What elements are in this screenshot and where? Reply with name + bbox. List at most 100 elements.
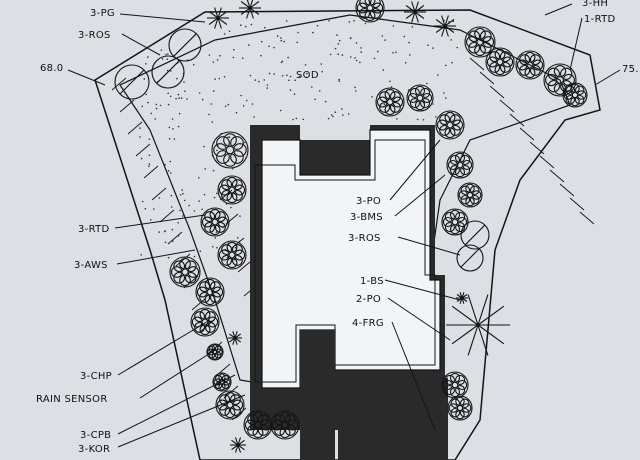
shrub-lobe (455, 409, 465, 420)
sod-dot (306, 72, 308, 75)
shrub-lobe (494, 64, 506, 76)
sod-dot (240, 24, 242, 27)
sod-dot (198, 177, 200, 179)
shrub-lobe (439, 124, 451, 136)
sod-dot (201, 98, 204, 101)
sod-dot (263, 79, 266, 81)
shrub-lobe (209, 208, 221, 220)
tree-outline (151, 55, 185, 89)
shrub-lobe (420, 87, 431, 98)
shrub-lobe (231, 179, 243, 191)
sod-dot (182, 192, 184, 195)
sod-dot (167, 92, 169, 95)
shrub-outline (270, 410, 300, 440)
sod-dot (148, 138, 151, 141)
sod-dot (165, 53, 167, 56)
sod-dot (294, 79, 296, 81)
shrub-lobe (231, 244, 243, 256)
shrub-outline (200, 207, 230, 237)
sod-dot (234, 246, 237, 249)
perennial-ray (234, 331, 238, 339)
sod-dot (260, 54, 262, 57)
sod-dot (422, 119, 425, 121)
shrub-lobe (449, 114, 461, 126)
sod-dot (155, 103, 158, 106)
sod-dot (364, 22, 367, 25)
shrub-lobe (532, 59, 544, 71)
sod-dot (158, 231, 160, 233)
shrub-symbol (562, 82, 588, 108)
sod-dot (188, 204, 190, 207)
shrub-symbol (200, 207, 230, 237)
sod-dot (334, 47, 337, 50)
shrub-lobe (216, 136, 230, 150)
sod-dot (139, 136, 141, 138)
sod-dot (354, 86, 356, 89)
sod-dot (389, 80, 391, 83)
shrub-outline (446, 151, 474, 179)
shrub-lobe (257, 414, 269, 426)
shrub-lobe (204, 321, 216, 333)
sod-dot (298, 75, 301, 78)
perennial-ray (414, 5, 425, 13)
shrub-symbol (169, 256, 201, 288)
shrub-lobe (287, 419, 299, 431)
shrub-lobe (226, 192, 238, 204)
sod-dot (170, 70, 172, 72)
shrub-lobe (502, 56, 514, 68)
shrub-symbol (435, 110, 465, 140)
perennial-ray (451, 324, 479, 345)
tree-symbol (114, 64, 150, 100)
sod-dot (311, 86, 313, 88)
tree-mark (119, 69, 145, 95)
sod-dot (268, 72, 271, 75)
shrub-lobe (247, 424, 259, 436)
shrub-lobe (257, 424, 269, 436)
sod-dot (353, 19, 355, 22)
sod-dot (437, 74, 439, 76)
shrub-lobe (574, 85, 585, 96)
sod-dot (287, 56, 289, 59)
perennial-ray (441, 15, 446, 27)
sod-dot (159, 104, 162, 107)
sod-dot (192, 63, 195, 66)
shrub-lobe (187, 266, 200, 278)
sod-dot (241, 57, 244, 59)
sod-dot (336, 34, 338, 36)
sod-dot (328, 20, 330, 22)
sod-dot (360, 47, 362, 49)
sod-dot (411, 26, 414, 28)
shrub-symbol (212, 372, 232, 392)
sod-dot (208, 54, 211, 56)
sod-dot (155, 107, 158, 110)
shrub-outline (215, 390, 245, 420)
tree-mark (464, 224, 486, 246)
sod-dot (321, 70, 324, 73)
shrub-lobe (211, 353, 219, 360)
sod-dot (280, 61, 283, 64)
tree-outline (460, 220, 490, 250)
tree-outline (114, 64, 150, 100)
perennial-ray (234, 333, 242, 339)
shrub-lobe (204, 311, 216, 323)
shrub-lobe (444, 374, 455, 385)
sod-dot (286, 74, 288, 76)
shrub-symbol (441, 208, 469, 236)
sod-dot (305, 76, 308, 79)
perennial-ray (231, 439, 239, 446)
sod-dot (216, 149, 218, 152)
sod-dot (450, 39, 453, 41)
sod-dot (443, 92, 445, 94)
shrub-lobe (376, 96, 388, 108)
leader-lines (67, 3, 621, 448)
sod-dot (230, 206, 232, 209)
sod-dot (371, 96, 373, 98)
shrub-lobe (474, 44, 486, 57)
sod-dot (164, 163, 166, 166)
shrub-lobe (460, 185, 471, 196)
sod-dot (435, 116, 437, 118)
shrub-lobe (576, 90, 587, 100)
perennial-ray (467, 324, 479, 356)
sod-dot (212, 246, 214, 248)
sod-dot (355, 59, 358, 62)
